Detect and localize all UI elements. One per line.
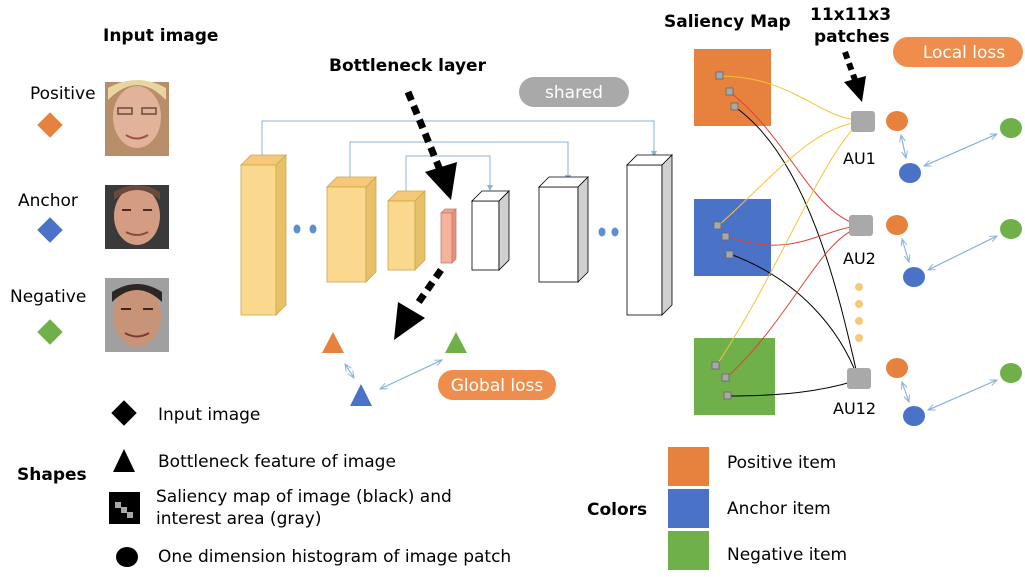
anchor-saliency-map [694,199,771,276]
bottleneck-layer [440,208,457,264]
anchor-label: Anchor [18,191,78,211]
global-loss-label: Global loss [451,376,544,396]
bottleneck-arrow-out [394,268,444,340]
bottleneck-arrow-in [404,90,457,200]
saliency-map-title: Saliency Map [664,12,791,32]
input-image-title: Input image [103,26,218,46]
negative-face-photo [105,278,169,352]
vertical-ellipsis-dots [855,283,863,342]
negative-saliency-map [694,338,775,415]
bottleneck-feature-shape-icon [113,449,135,472]
decoder-layer-2 [538,176,589,283]
patches-arrow [842,50,866,102]
colors-legend-title: Colors [587,500,647,520]
negative-label: Negative [10,287,86,307]
au1-node [851,111,875,132]
legend-anchor-item: Anchor item [727,499,831,519]
legend-saliency-line1: Saliency map of image (black) and [156,487,452,507]
patch-size-line2: patches [814,27,890,47]
patch-size-line1: 11x11x3 [810,5,891,25]
local-loss-label: Local loss [923,43,1005,63]
legend-negative-item: Negative item [727,545,847,565]
legend-saliency-line2: interest area (gray) [156,509,321,529]
skip-connections [261,120,657,195]
saliency-connections [715,75,859,397]
ellipsis-dots [293,224,619,237]
histogram-circles [886,111,1022,426]
negative-color-swatch [668,531,709,570]
input-image-shape-icon [111,400,137,426]
interest-patches [711,71,739,400]
local-loss-pill [893,37,1023,67]
legend-input-image-text: Input image [158,405,260,425]
encoder-layer-1 [240,154,287,316]
bottleneck-layer-label: Bottleneck layer [329,56,487,76]
positive-color-swatch [668,447,709,486]
positive-diamond-icon [37,112,63,138]
legend-bottleneck-text: Bottleneck feature of image [158,452,396,472]
au2-label: AU2 [843,249,876,268]
anchor-color-swatch [668,489,709,528]
histogram-shape-icon [116,547,138,567]
anchor-triangle-icon [350,384,372,406]
decoder-layer-3 [626,154,673,316]
legend-positive-item: Positive item [727,453,836,473]
anchor-face-photo [105,185,169,249]
encoder-layer-2 [326,176,377,283]
local-loss-arrows [901,134,997,410]
au1-label: AU1 [843,149,876,168]
negative-triangle-icon [445,332,467,353]
global-loss-pill [438,370,556,400]
decoder-layer-1 [471,190,510,271]
positive-triangle-icon [322,332,344,353]
positive-label: Positive [30,84,96,104]
au12-node [847,368,871,389]
au12-label: AU12 [833,399,876,418]
shared-label: shared [545,83,603,103]
saliency-map-shape-icon [109,492,140,524]
shared-pill [519,77,629,107]
au2-node [849,215,873,236]
legend-histogram-text: One dimension histogram of image patch [158,547,511,567]
shapes-legend-title: Shapes [17,465,87,485]
anchor-diamond-icon [37,217,63,243]
global-loss-arrows [345,360,442,389]
positive-saliency-map [694,49,771,126]
negative-diamond-icon [37,319,63,345]
positive-face-photo [105,80,169,156]
encoder-layer-3 [387,190,426,271]
